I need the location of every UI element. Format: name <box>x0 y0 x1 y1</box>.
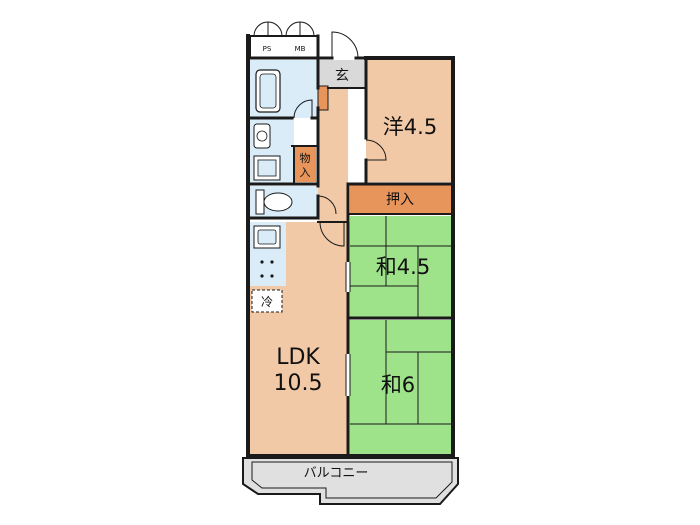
entrance-floor <box>318 60 366 88</box>
refrigerator-label: 冷 <box>261 295 273 309</box>
washing-machine-drum <box>257 159 277 177</box>
closet-floor <box>350 184 451 214</box>
toilet-bowl <box>263 192 293 212</box>
toilet-tank <box>255 189 265 215</box>
walls <box>246 34 455 458</box>
japanese-room-1-floor <box>350 216 451 318</box>
balcony-floor <box>242 457 459 505</box>
western-room-floor <box>366 60 451 182</box>
tatami-seams-1 <box>350 216 451 318</box>
shoe-cabinet <box>317 85 329 111</box>
meter-mb-label: MB <box>295 45 306 53</box>
refrigerator-space <box>251 289 283 313</box>
western-room-label: 洋4.5 <box>383 115 437 139</box>
meter-ps-label: PS <box>263 45 272 53</box>
meter-box-area <box>249 35 319 59</box>
hallway-floor <box>318 88 348 225</box>
sink-basin <box>257 229 277 245</box>
stove-burners <box>260 260 274 278</box>
storage-closet-label-1: 物 <box>300 151 311 165</box>
japanese-room-2-floor <box>350 320 451 454</box>
closet-label: 押入 <box>386 192 414 208</box>
storage-closet-label-2: 入 <box>300 166 311 179</box>
ldk-name-label: LDK <box>276 345 320 370</box>
door-swings <box>253 21 387 247</box>
balcony-inner-line <box>251 461 453 499</box>
tatami-seams-2 <box>350 320 451 425</box>
japanese-room-2-label: 和6 <box>381 373 415 397</box>
ldk-size-label: 10.5 <box>274 371 323 396</box>
entrance-label: 玄 <box>335 67 349 84</box>
washbasin-bowl <box>256 130 268 142</box>
sliding-door-lines <box>345 262 351 396</box>
japanese-room-1-label: 和4.5 <box>376 255 430 279</box>
storage-closet-floor <box>294 146 316 182</box>
balcony-label: バルコニー <box>304 466 369 481</box>
bathtub-basin <box>259 73 277 109</box>
